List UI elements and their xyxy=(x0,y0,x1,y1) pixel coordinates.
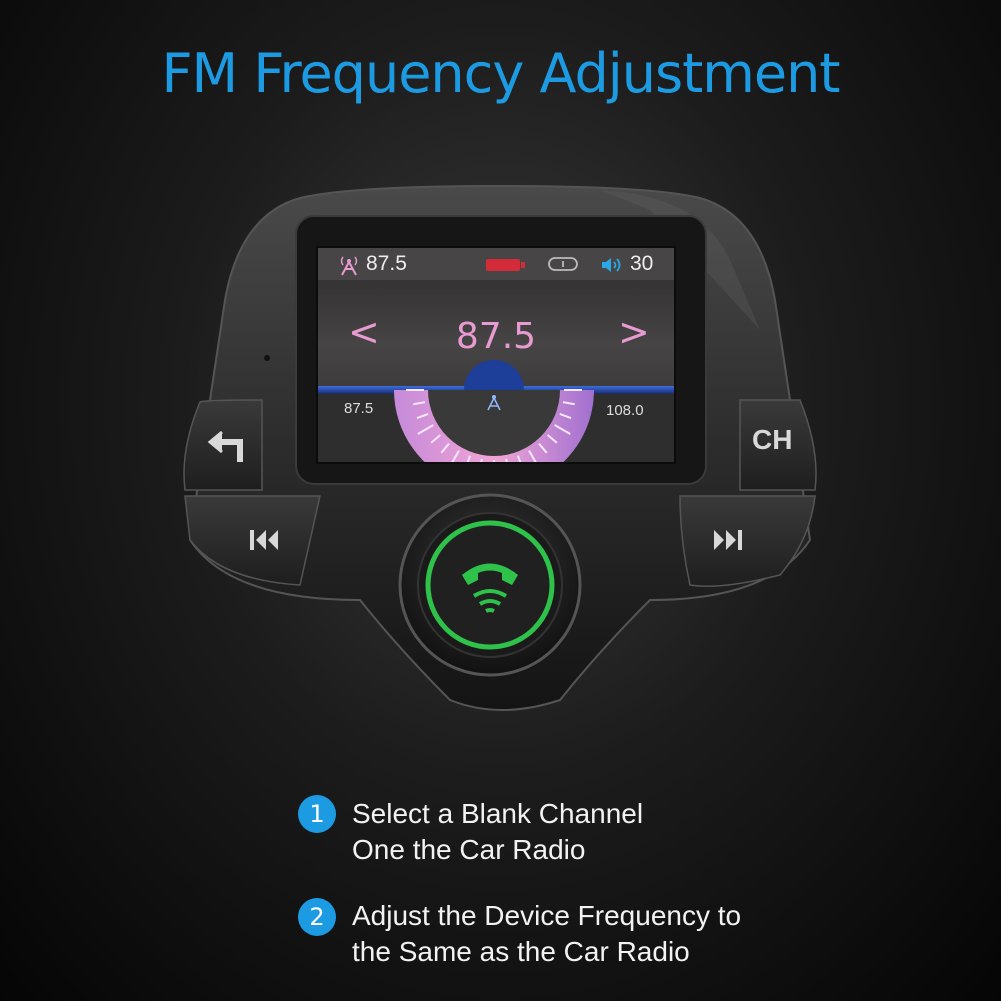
dial-tick xyxy=(554,424,571,435)
step-1-line-1: Select a Blank Channel xyxy=(352,798,644,829)
dial-tick xyxy=(466,455,471,462)
dial-tick xyxy=(528,450,537,462)
dial-tick xyxy=(562,401,575,406)
dial-tick xyxy=(440,442,450,454)
ch-button-label: CH xyxy=(752,424,793,455)
status-frequency: 87.5 xyxy=(366,252,407,275)
step-1-badge: 1 xyxy=(298,795,336,833)
volume-level: 30 xyxy=(630,252,654,275)
dial-tick xyxy=(413,401,426,406)
step-2-line-2: the Same as the Car Radio xyxy=(352,936,690,967)
display-screen: 87.5 30 < 87.5 > xyxy=(316,246,676,464)
dial-antenna-icon xyxy=(487,395,501,411)
antenna-icon xyxy=(340,256,358,276)
step-1-line-2: One the Car Radio xyxy=(352,834,586,865)
dial-tick xyxy=(430,434,442,444)
next-track-button[interactable] xyxy=(679,495,816,587)
next-track-icon xyxy=(714,530,742,550)
frequency-up-arrow: > xyxy=(618,310,650,354)
battery-icon xyxy=(486,259,525,271)
dial-tick xyxy=(417,424,434,435)
dial-tick xyxy=(480,458,483,462)
dial-tick xyxy=(546,434,558,444)
range-max-label: 108.0 xyxy=(606,402,644,419)
main-frequency: 87.5 xyxy=(455,316,537,357)
frequency-dial xyxy=(318,360,674,462)
call-button[interactable] xyxy=(425,520,555,650)
repeat-icon xyxy=(548,257,578,271)
volume-icon xyxy=(602,258,621,272)
step-2-badge: 2 xyxy=(298,898,336,936)
back-icon xyxy=(207,430,243,462)
range-min-label: 87.5 xyxy=(344,400,374,417)
frequency-down-arrow: < xyxy=(348,310,380,354)
dial-tick xyxy=(559,413,572,419)
dial-tick xyxy=(451,450,460,462)
dial-tick xyxy=(517,455,522,462)
ch-button[interactable] xyxy=(739,399,817,491)
phone-icon xyxy=(462,563,518,613)
status-bar: 87.5 30 xyxy=(318,248,674,280)
dial-tick xyxy=(538,442,548,454)
dial-tick xyxy=(505,458,508,462)
previous-track-icon xyxy=(250,530,278,550)
page-title: FM Frequency Adjustment xyxy=(161,42,841,105)
step-2-line-1: Adjust the Device Frequency to xyxy=(352,900,742,931)
dial-tick xyxy=(416,413,429,419)
